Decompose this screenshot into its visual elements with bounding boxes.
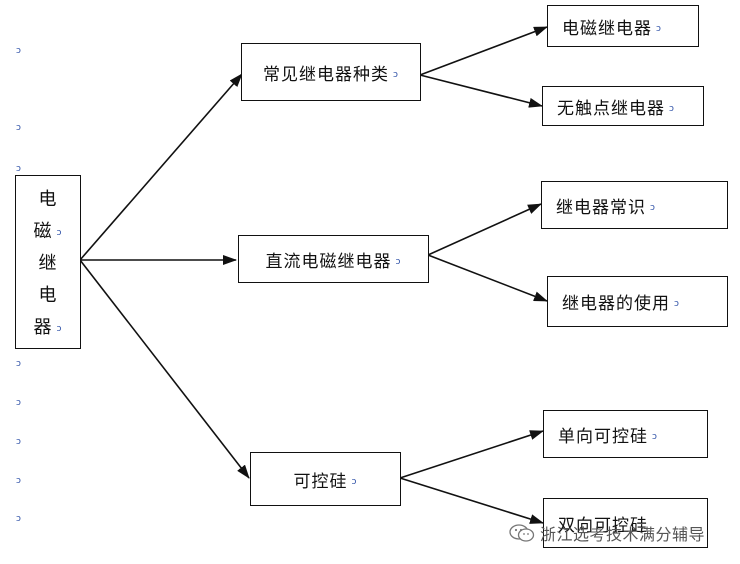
arrow-branch-2-to-leaf-2: [427, 254, 548, 302]
branch-label: 可控硅: [293, 471, 348, 492]
root-char: 电: [38, 189, 58, 210]
paragraph-mark: ↄ: [674, 299, 680, 309]
arrow-branch-3-to-leaf-2: [399, 477, 544, 524]
arrow-branch-1-to-leaf-2: [419, 74, 543, 108]
watermark: 浙江选考技术满分辅导: [508, 521, 705, 545]
paragraph-mark: ↄ: [351, 476, 358, 487]
leaf-label: 无触点继电器: [557, 98, 665, 119]
arrow-branch-3-to-leaf-1: [399, 430, 544, 479]
paragraph-mark: ↄ: [669, 103, 675, 114]
leaf-label: 继电器的使用: [562, 294, 670, 314]
leaf-node-relay-basics: 继电器常识 ↄ: [541, 181, 728, 229]
arrow-branch-2-to-leaf-1: [427, 203, 542, 256]
paragraph-mark: ↄ: [16, 437, 21, 447]
arrow-root-to-branch-1: [79, 73, 243, 261]
paragraph-mark: ↄ: [16, 46, 21, 56]
paragraph-mark: ↄ: [16, 164, 21, 174]
paragraph-mark: ↄ: [16, 359, 21, 369]
paragraph-mark: ↄ: [56, 227, 63, 238]
leaf-node-contactless-relay: 无触点继电器 ↄ: [542, 86, 704, 126]
leaf-node-relay-usage: 继电器的使用 ↄ: [547, 276, 728, 327]
paragraph-mark: ↄ: [16, 514, 21, 524]
watermark-text: 浙江选考技术满分辅导: [540, 525, 706, 544]
root-char: 电: [38, 285, 58, 306]
branch-node-thyristor: 可控硅 ↄ: [250, 452, 401, 506]
branch-label: 直流电磁继电器: [265, 251, 392, 272]
paragraph-mark: ↄ: [395, 256, 402, 267]
leaf-label: 继电器常识: [556, 197, 646, 218]
leaf-label: 单向可控硅: [558, 426, 648, 447]
paragraph-mark: ↄ: [656, 23, 662, 34]
wechat-icon: [509, 524, 535, 542]
paragraph-mark: ↄ: [16, 476, 21, 486]
leaf-label: 电磁继电器: [562, 18, 652, 39]
leaf-node-unidirectional-thyristor: 单向可控硅 ↄ: [543, 410, 708, 458]
leaf-node-electromagnetic-relay: 电磁继电器 ↄ: [547, 5, 699, 47]
paragraph-mark: ↄ: [16, 123, 21, 133]
paragraph-mark: ↄ: [393, 69, 399, 80]
arrow-root-to-branch-3: [79, 259, 250, 479]
root-char: 继: [38, 253, 58, 274]
branch-label: 常见继电器种类: [263, 64, 390, 85]
arrow-branch-1-to-leaf-1: [419, 26, 548, 76]
paragraph-mark: ↄ: [652, 431, 658, 442]
leaf-node-bidirectional-thyristor: 双向可控硅: [543, 498, 708, 548]
paragraph-mark: ↄ: [650, 202, 656, 213]
branch-node-common-relay-types: 常见继电器种类 ↄ: [241, 43, 421, 101]
branch-node-dc-electromagnetic-relay: 直流电磁继电器 ↄ: [238, 235, 429, 283]
leaf-label: 双向可控硅: [558, 515, 648, 536]
paragraph-mark: ↄ: [56, 323, 63, 334]
paragraph-mark: ↄ: [16, 398, 21, 408]
